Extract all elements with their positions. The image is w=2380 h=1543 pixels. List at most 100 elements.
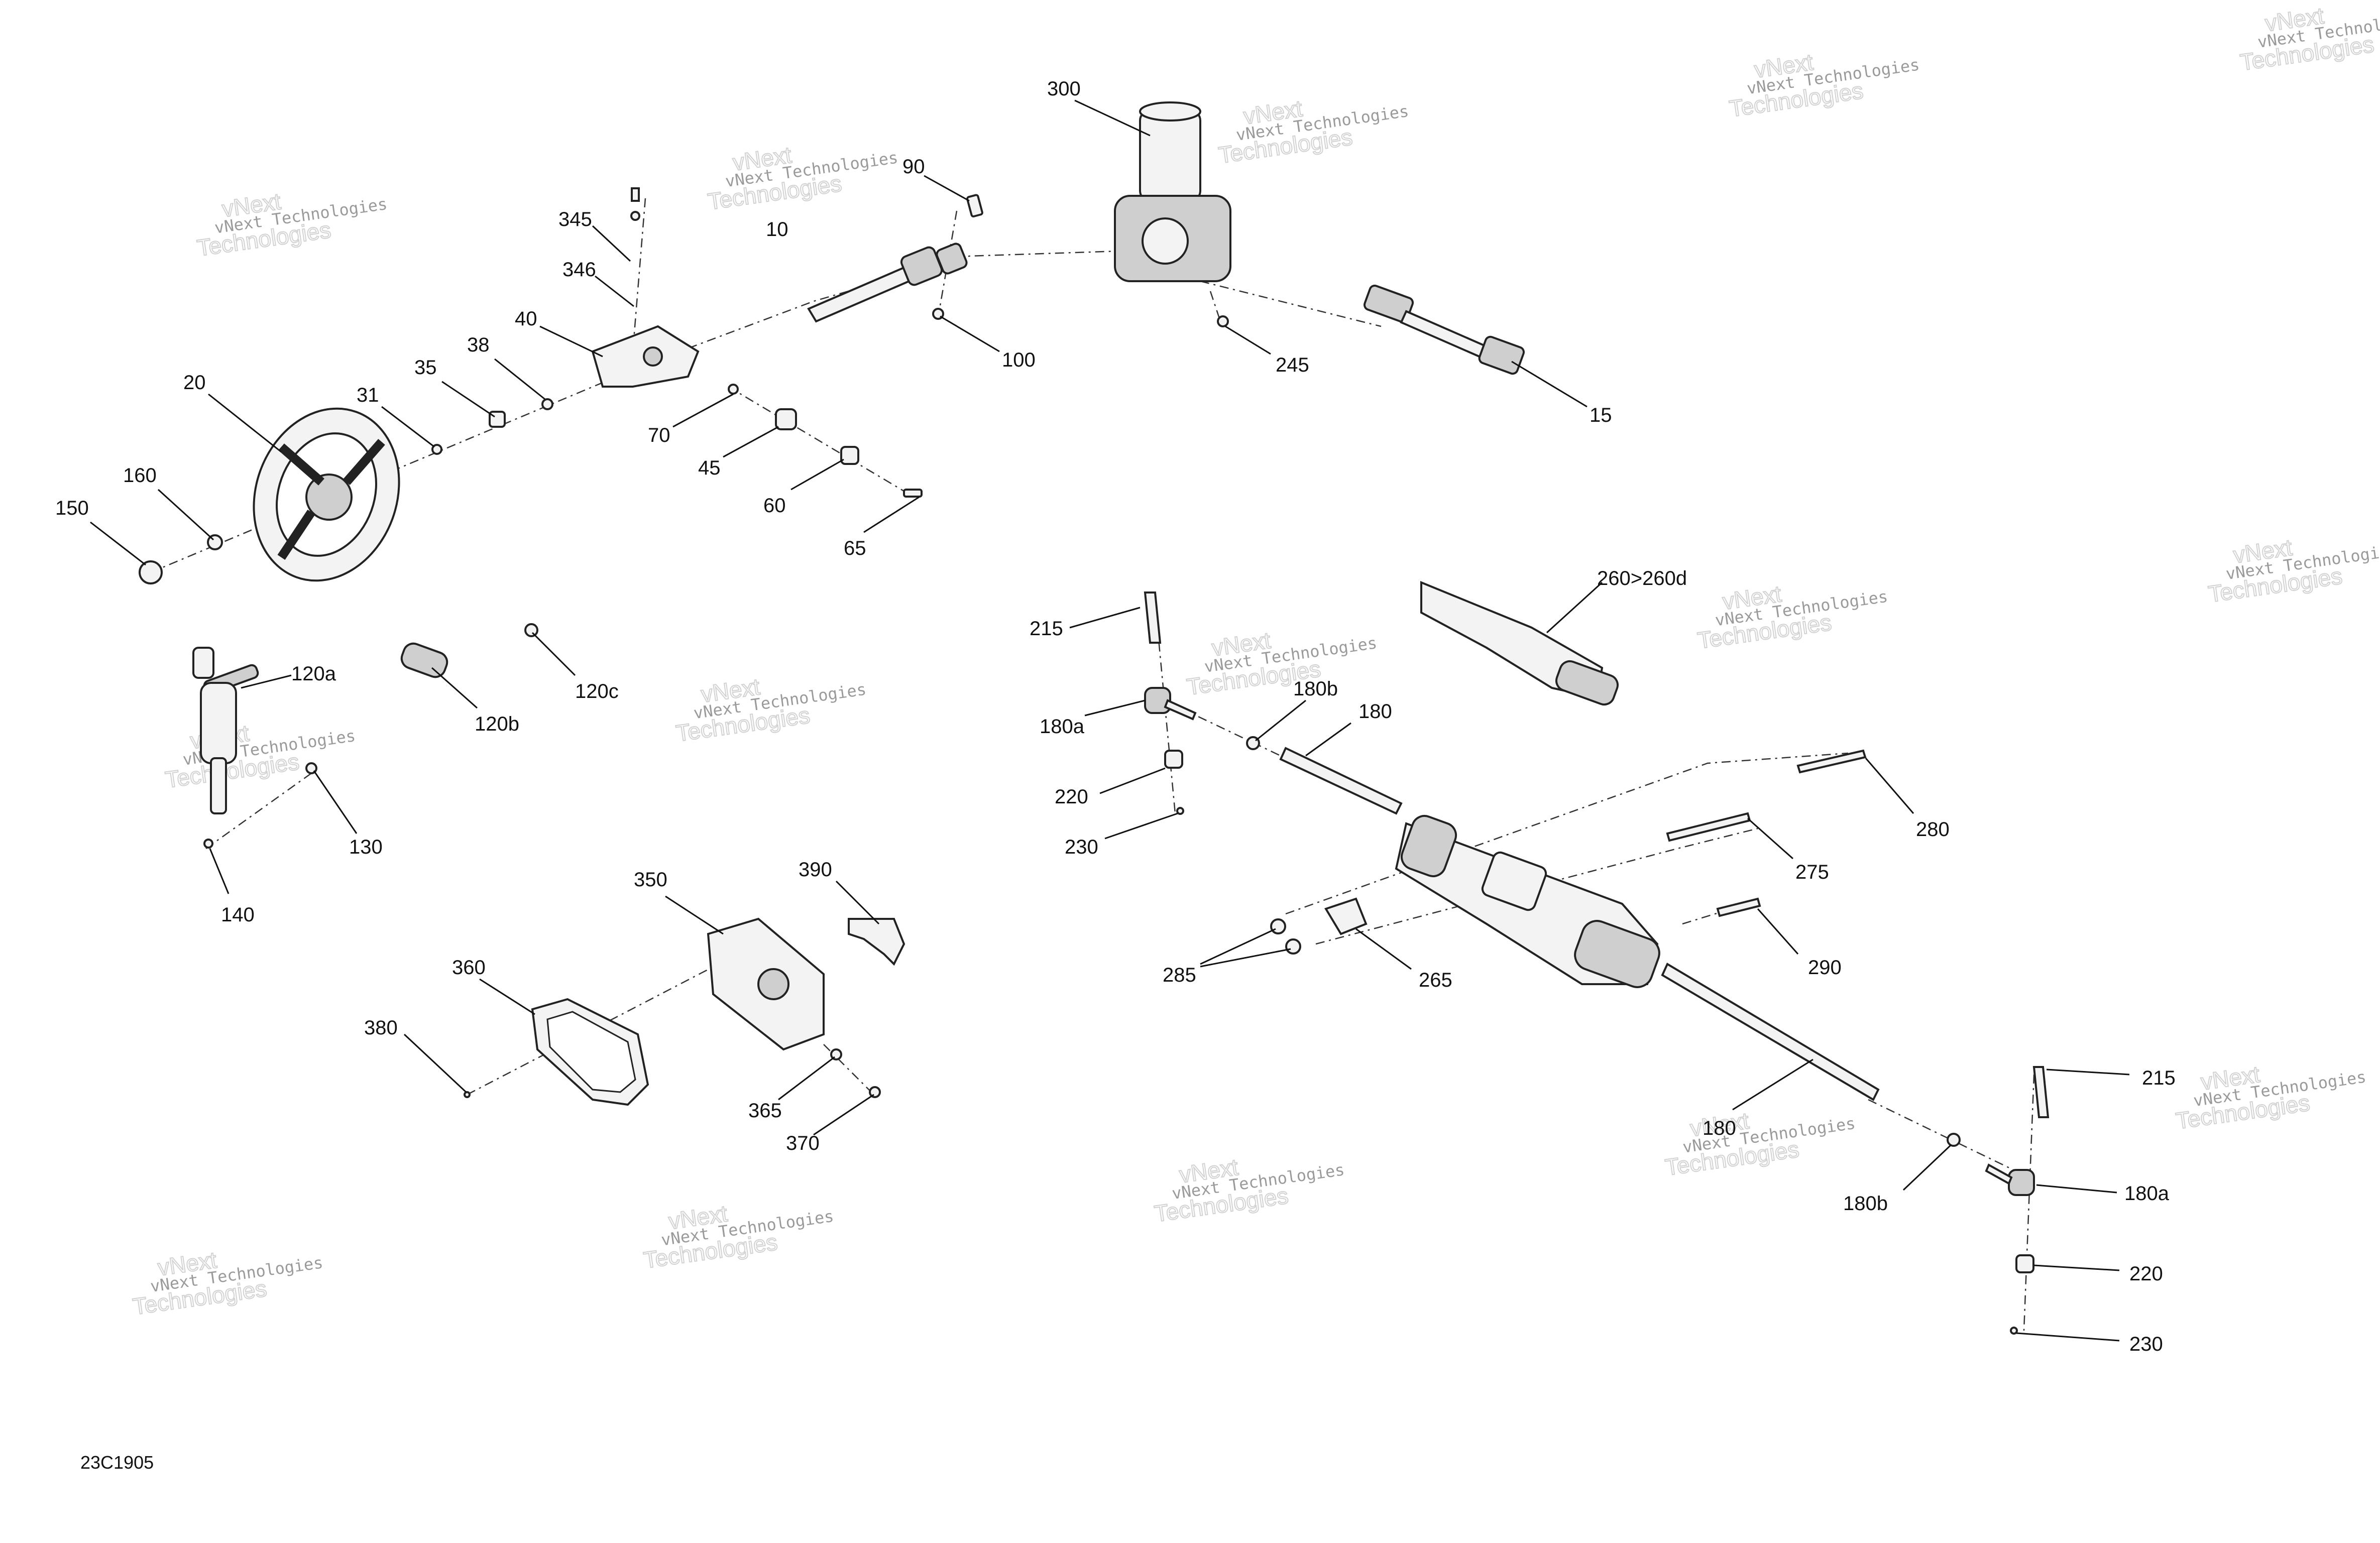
callout-265[interactable]: 265 — [1419, 969, 1452, 991]
steering-rack-assembly[interactable] — [1395, 812, 1663, 991]
callout-180b-left[interactable]: 180b — [1293, 678, 1338, 700]
callout-90[interactable]: 90 — [902, 156, 925, 178]
eps-motor-unit[interactable] — [1114, 101, 1231, 282]
tie-rod-right-180[interactable] — [1661, 963, 1880, 1101]
callout-365[interactable]: 365 — [748, 1100, 782, 1122]
callout-260-260d[interactable]: 260>260d — [1597, 567, 1687, 589]
boot-120b[interactable] — [399, 641, 450, 680]
callout-275[interactable]: 275 — [1795, 861, 1829, 883]
callout-45[interactable]: 45 — [698, 457, 721, 479]
callout-300[interactable]: 300 — [1047, 78, 1081, 100]
cotter-230-right[interactable] — [2010, 1327, 2018, 1335]
callout-10[interactable]: 10 — [766, 218, 788, 241]
steering-damper-120a[interactable] — [192, 647, 259, 814]
callout-180a-right[interactable]: 180a — [2124, 1182, 2170, 1205]
nut-220-left[interactable] — [1164, 750, 1183, 769]
bolt-290[interactable] — [1716, 897, 1761, 917]
lower-intermediate-shaft[interactable] — [1363, 284, 1525, 375]
callout-345[interactable]: 345 — [558, 208, 592, 230]
tie-rod-end-right-180a[interactable] — [1985, 1163, 2035, 1196]
callout-130[interactable]: 130 — [349, 836, 383, 858]
bolt-275[interactable] — [1666, 812, 1751, 842]
nut-140[interactable] — [203, 839, 213, 849]
callout-370[interactable]: 370 — [786, 1132, 820, 1154]
steering-shaft[interactable] — [807, 242, 968, 323]
callout-215-left[interactable]: 215 — [1030, 618, 1063, 640]
callout-350[interactable]: 350 — [634, 869, 667, 891]
callout-346[interactable]: 346 — [562, 259, 596, 281]
bolt-245[interactable] — [1217, 315, 1229, 327]
callout-280[interactable]: 280 — [1916, 818, 1950, 841]
plate-265[interactable] — [1324, 897, 1368, 935]
callout-65[interactable]: 65 — [844, 537, 866, 559]
steering-wheel-hub — [305, 473, 353, 521]
callout-215-right[interactable]: 215 — [2142, 1067, 2176, 1089]
cover-360[interactable] — [531, 998, 649, 1106]
callout-100[interactable]: 100 — [1002, 349, 1036, 371]
bolt-90[interactable] — [966, 194, 983, 218]
callout-150[interactable]: 150 — [55, 497, 89, 519]
bolt-215-left[interactable] — [1144, 591, 1162, 644]
leader-35 — [441, 381, 495, 418]
callout-390[interactable]: 390 — [799, 859, 832, 881]
bushing-60[interactable] — [840, 446, 859, 465]
callout-180-right[interactable]: 180 — [1703, 1117, 1736, 1139]
callout-230-right[interactable]: 230 — [2129, 1333, 2163, 1355]
screw-380[interactable] — [464, 1091, 471, 1098]
leader-380 — [403, 1033, 467, 1093]
bracket-390[interactable] — [848, 918, 905, 966]
steering-wheel[interactable] — [231, 388, 423, 602]
bolt-70[interactable] — [728, 384, 739, 395]
callout-60[interactable]: 60 — [763, 495, 786, 517]
callout-220-left[interactable]: 220 — [1055, 786, 1088, 808]
callout-140[interactable]: 140 — [221, 904, 255, 926]
callout-35[interactable]: 35 — [414, 357, 437, 379]
callout-120b[interactable]: 120b — [475, 713, 519, 735]
nut-220-right[interactable] — [2015, 1254, 2034, 1273]
callout-220-right[interactable]: 220 — [2129, 1263, 2163, 1285]
callout-120a[interactable]: 120a — [291, 663, 336, 685]
callout-160[interactable]: 160 — [123, 464, 157, 487]
washer-31[interactable] — [431, 444, 442, 455]
callout-230-left[interactable]: 230 — [1065, 836, 1098, 858]
nut-35[interactable] — [489, 411, 506, 428]
screw-370[interactable] — [869, 1086, 881, 1098]
jam-nut-180b-right[interactable] — [1947, 1133, 1961, 1147]
callout-180-left[interactable]: 180 — [1358, 700, 1392, 723]
tie-rod-end-left-180a[interactable] — [1144, 687, 1197, 721]
callout-15[interactable]: 15 — [1590, 404, 1612, 426]
callout-380[interactable]: 380 — [364, 1017, 398, 1039]
column-bracket[interactable] — [591, 325, 700, 388]
bolt-215-right[interactable] — [2032, 1066, 2050, 1118]
bushing-45[interactable] — [775, 408, 797, 430]
tie-rod-left-180[interactable] — [1279, 747, 1403, 815]
washer-346[interactable] — [630, 211, 640, 221]
callout-245[interactable]: 245 — [1276, 354, 1309, 376]
rack-assembly-inset-260[interactable] — [1420, 581, 1621, 707]
callout-20[interactable]: 20 — [183, 372, 206, 394]
leader-100 — [940, 315, 1000, 352]
cap-150[interactable] — [139, 560, 163, 584]
callout-290[interactable]: 290 — [1808, 957, 1842, 979]
callout-70[interactable]: 70 — [648, 424, 670, 446]
callout-180a-left[interactable]: 180a — [1040, 716, 1085, 738]
leader-390 — [835, 880, 880, 925]
callout-38[interactable]: 38 — [467, 334, 490, 356]
washer-38[interactable] — [541, 398, 553, 410]
nut-285-a[interactable] — [1270, 918, 1286, 934]
column-bracket-hole — [643, 346, 663, 367]
clip-120c[interactable] — [524, 623, 538, 637]
watermark: vNext vNext Technologies Technologies — [2174, 1060, 2367, 1135]
callout-31[interactable]: 31 — [357, 384, 379, 406]
callout-360[interactable]: 360 — [452, 957, 486, 979]
cover-350[interactable] — [707, 917, 825, 1051]
callout-120c[interactable]: 120c — [575, 680, 619, 702]
bolt-345[interactable] — [631, 187, 640, 202]
bolt-65[interactable] — [903, 489, 923, 498]
callout-40[interactable]: 40 — [515, 308, 537, 330]
bolt-280[interactable] — [1796, 749, 1867, 774]
callout-285[interactable]: 285 — [1163, 964, 1196, 986]
callout-180b-right[interactable]: 180b — [1843, 1193, 1888, 1215]
nut-285-b[interactable] — [1285, 938, 1301, 955]
cotter-230-left[interactable] — [1176, 807, 1184, 815]
